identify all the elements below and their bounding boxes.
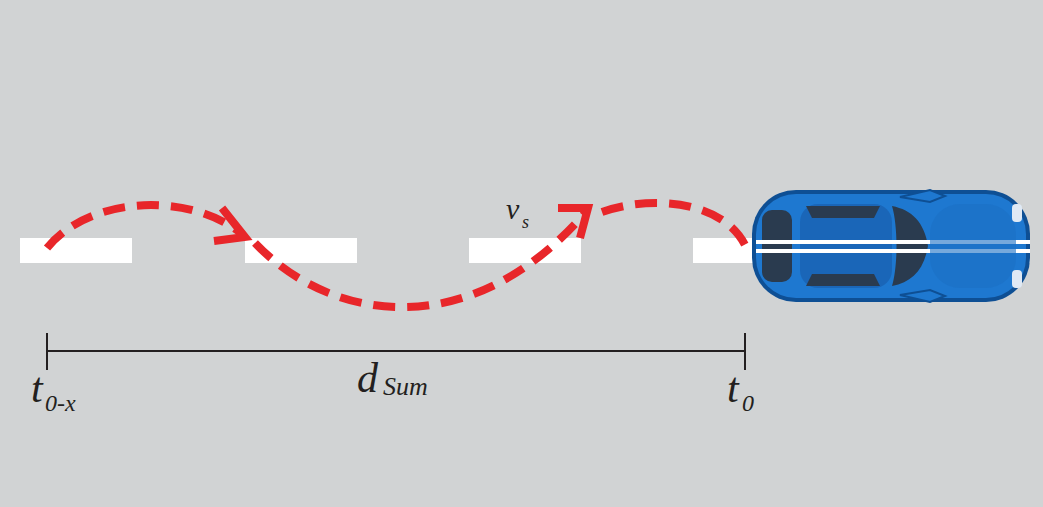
speed-symbol: v xyxy=(506,194,519,224)
time-symbol: t xyxy=(727,367,739,409)
distance-dimension xyxy=(47,333,745,370)
time-symbol: t xyxy=(31,367,43,409)
time-subscript: 0-x xyxy=(45,391,76,415)
car xyxy=(752,190,1030,302)
speed-subscript: s xyxy=(522,213,529,231)
trajectory-path xyxy=(47,203,745,307)
time-subscript: 0 xyxy=(742,391,754,415)
distance-subscript: Sum xyxy=(383,374,428,400)
distance-symbol: d xyxy=(357,357,378,399)
trajectory-arrowheads xyxy=(214,208,588,241)
